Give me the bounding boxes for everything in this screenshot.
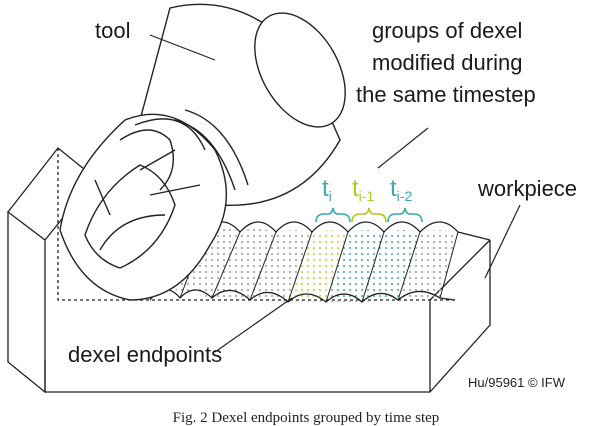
label-workpiece: workpiece (477, 176, 577, 201)
timestep-label-ti: ti (322, 175, 332, 204)
leader-dexel-endpoints (214, 297, 293, 353)
dexel-group-teal-2 (362, 230, 420, 302)
label-groups-line2: modified during (372, 50, 522, 75)
dexel-group-gray-1 (175, 226, 240, 298)
leader-lines (149, 34, 521, 353)
dexel-group-gray-3 (250, 230, 312, 302)
dexel-group-teal-1 (326, 230, 384, 302)
label-tool: tool (95, 18, 130, 43)
brace-ti-2 (387, 207, 423, 223)
scallop-surface (149, 221, 491, 303)
leader-groups (377, 127, 429, 169)
leader-workpiece (484, 204, 521, 279)
label-dexel-endpoints: dexel endpoints (68, 342, 222, 367)
dexel-group-gray-2 (212, 228, 276, 300)
label-groups-line3: the same timestep (356, 82, 536, 107)
timestep-braces (315, 207, 423, 223)
timestep-label-ti-1: ti-1 (352, 175, 374, 204)
credit-text: Hu/95961 © IFW (468, 375, 566, 390)
brace-ti (315, 207, 351, 223)
dexel-group-yellow (288, 230, 348, 302)
timestep-labels: ti ti-1 ti-2 (322, 175, 412, 204)
timestep-label-ti-2: ti-2 (390, 175, 412, 204)
leader-tool (149, 34, 216, 61)
dexel-group-gray-4 (398, 230, 458, 300)
tool-cutter (59, 3, 346, 301)
figure-caption: Fig. 2 Dexel endpoints grouped by time s… (173, 410, 440, 426)
brace-ti-1 (351, 207, 387, 223)
label-groups-line1: groups of dexel (372, 18, 522, 43)
